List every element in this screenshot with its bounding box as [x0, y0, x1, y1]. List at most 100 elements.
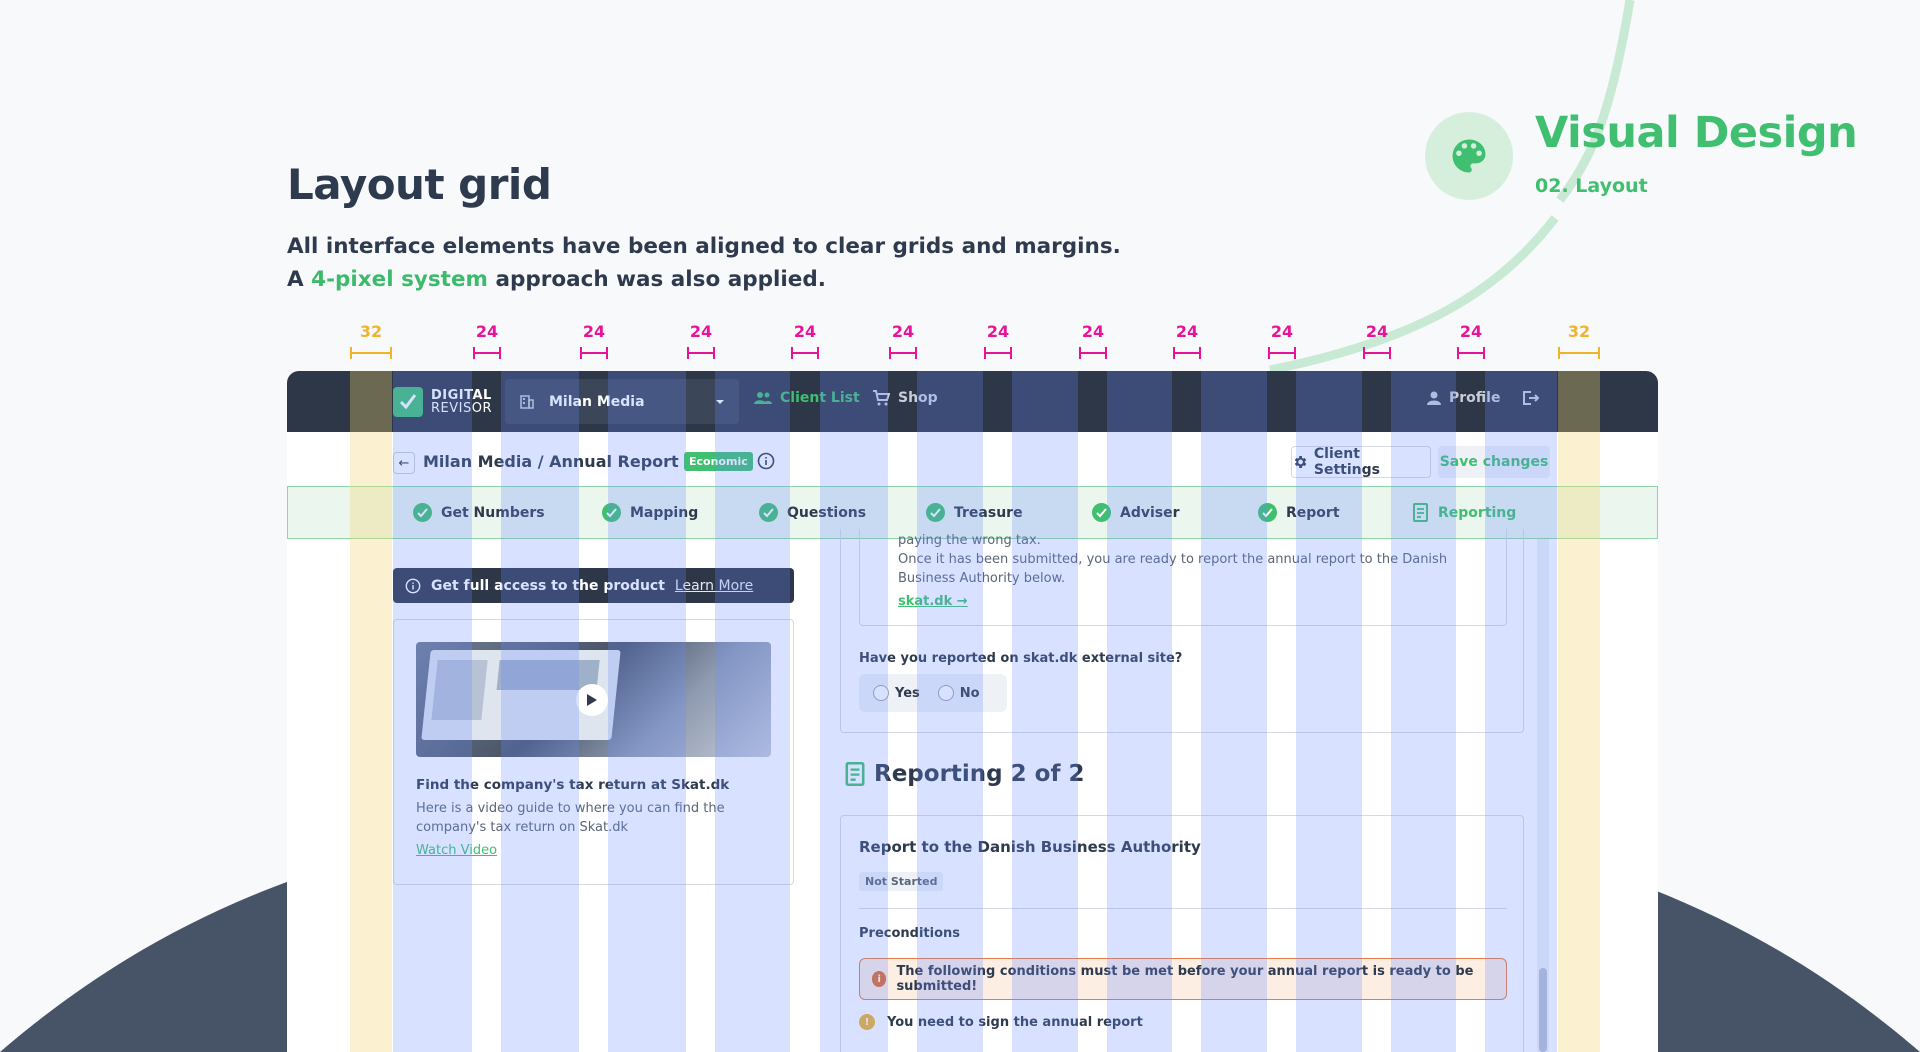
reporting-heading: Reporting 2 of 2: [844, 761, 1084, 787]
condition-text: You need to sign the annual report: [887, 1014, 1143, 1030]
video-title: Find the company's tax return at Skat.dk: [416, 777, 730, 793]
left-column: Get full access to the product Learn Mor…: [393, 568, 794, 885]
step-reporting[interactable]: Reporting: [1412, 503, 1516, 522]
alert-icon: i: [872, 971, 887, 987]
economic-badge: Economic: [684, 452, 753, 471]
logo-line-1: DIGITAL: [431, 388, 492, 403]
check-circle-icon: [413, 503, 432, 522]
step-label: Questions: [787, 504, 867, 521]
desc-accent: 4-pixel system: [311, 267, 488, 292]
gutter-marker: 24: [1079, 322, 1107, 359]
divider: [859, 908, 1507, 909]
step-get-numbers[interactable]: Get Numbers: [413, 503, 545, 522]
app-window: DIGITAL REVISOR Milan Media Client List …: [287, 371, 1658, 1052]
gutter-label: 24: [689, 322, 713, 341]
gutter-label: 24: [1270, 322, 1294, 341]
gutter-label: 24: [891, 322, 915, 341]
nav-profile[interactable]: Profile: [1427, 390, 1500, 406]
warning-icon: !: [859, 1014, 875, 1030]
gutter-label: 24: [986, 322, 1010, 341]
check-circle-icon: [926, 503, 945, 522]
gutter-label: 24: [582, 322, 606, 341]
chevron-down-icon: [716, 399, 724, 404]
client-select[interactable]: Milan Media: [505, 379, 739, 424]
note-line-2: Once it has been submitted, you are read…: [898, 552, 1448, 586]
logout-icon: [1523, 391, 1540, 405]
promo-text: Get full access to the product: [431, 577, 665, 594]
arrow-right-icon: →: [956, 594, 968, 609]
margin-label: 32: [1567, 322, 1591, 341]
check-circle-icon: [1258, 503, 1277, 522]
save-changes-button[interactable]: Save changes: [1438, 446, 1550, 478]
video-description: Here is a video guide to where you can f…: [416, 801, 725, 835]
nav-profile-label: Profile: [1449, 390, 1501, 406]
preconditions-heading: Preconditions: [859, 926, 961, 941]
gear-icon: [1294, 456, 1307, 468]
radio-circle[interactable]: [937, 685, 954, 701]
step-label: Reporting: [1438, 504, 1517, 521]
learn-more-link[interactable]: Learn More: [674, 577, 754, 594]
gutter-marker: 24: [791, 322, 819, 359]
warning-alert: i The following conditions must be met b…: [859, 958, 1507, 1000]
gutter-marker: 24: [984, 322, 1012, 359]
condition-item: ! You need to sign the annual report: [859, 1014, 1143, 1030]
report-title: Report to the Danish Business Authority: [859, 838, 1201, 856]
step-label: Adviser: [1120, 504, 1180, 521]
step-report[interactable]: Report: [1258, 503, 1340, 522]
scrollbar-thumb[interactable]: [1539, 968, 1547, 1052]
step-mapping[interactable]: Mapping: [602, 503, 698, 522]
scrollbar-track[interactable]: [1537, 539, 1549, 1052]
arrow-left-icon: ←: [398, 455, 410, 471]
radio-circle[interactable]: [873, 685, 889, 701]
nav-client-list-label: Client List: [780, 390, 860, 406]
receipt-icon: [845, 762, 865, 786]
radio-yes-label: Yes: [895, 685, 920, 701]
desc-suffix: approach was also applied.: [487, 267, 826, 292]
gutter-marker: 24: [1457, 322, 1485, 359]
logo-text: DIGITAL REVISOR: [431, 389, 492, 415]
receipt-icon: [1413, 503, 1428, 522]
watch-video-link[interactable]: Watch Video: [416, 843, 498, 858]
client-settings-button[interactable]: Client Settings: [1291, 446, 1431, 478]
page-title: Layout grid: [287, 160, 552, 209]
margin-marker-right: 32: [1558, 322, 1600, 359]
progress-steps: Get Numbers Mapping Questions Treasure A…: [287, 486, 1658, 539]
gutter-marker: 24: [1363, 322, 1391, 359]
play-icon[interactable]: [576, 684, 608, 716]
gutter-marker: 24: [580, 322, 608, 359]
radio-yes[interactable]: Yes: [873, 685, 920, 701]
radio-no[interactable]: No: [937, 685, 980, 701]
check-circle-icon: [1092, 503, 1111, 522]
gutter-label: 24: [1365, 322, 1389, 341]
step-treasure[interactable]: Treasure: [926, 503, 1023, 522]
logo-line-2: REVISOR: [431, 401, 492, 416]
video-card: Find the company's tax return at Skat.dk…: [393, 619, 794, 885]
step-questions[interactable]: Questions: [759, 503, 866, 522]
breadcrumb: Milan Media / Annual Report 2021: [423, 452, 729, 471]
skat-link[interactable]: skat.dk →: [898, 592, 968, 611]
palette-icon: [1452, 139, 1486, 173]
building-icon: [520, 394, 534, 409]
palette-icon-badge: [1425, 112, 1513, 200]
report-card: Report to the Danish Business Authority …: [840, 815, 1524, 1052]
nav-shop[interactable]: Shop: [872, 390, 938, 406]
step-adviser[interactable]: Adviser: [1092, 503, 1180, 522]
check-circle-icon: [602, 503, 621, 522]
info-icon[interactable]: [757, 452, 775, 474]
margin-marker-left: 32: [350, 322, 392, 359]
back-button[interactable]: ←: [393, 452, 415, 474]
user-icon: [1427, 391, 1441, 405]
client-settings-label: Client Settings: [1313, 446, 1380, 478]
gutter-label: 24: [1175, 322, 1199, 341]
reporting-heading-text: Reporting 2 of 2: [874, 761, 1085, 787]
description-line-2: A 4-pixel system approach was also appli…: [287, 263, 1121, 296]
video-thumbnail[interactable]: [416, 642, 771, 757]
nav-client-list[interactable]: Client List: [754, 390, 860, 406]
margin-label: 32: [359, 322, 383, 341]
section-title: Visual Design: [1535, 108, 1858, 158]
note-line-1: paying the wrong tax.: [898, 533, 1041, 548]
logo[interactable]: DIGITAL REVISOR: [393, 387, 492, 417]
question-label: Have you reported on skat.dk external si…: [859, 651, 1183, 666]
users-icon: [754, 392, 772, 404]
logout-button[interactable]: [1522, 390, 1540, 406]
